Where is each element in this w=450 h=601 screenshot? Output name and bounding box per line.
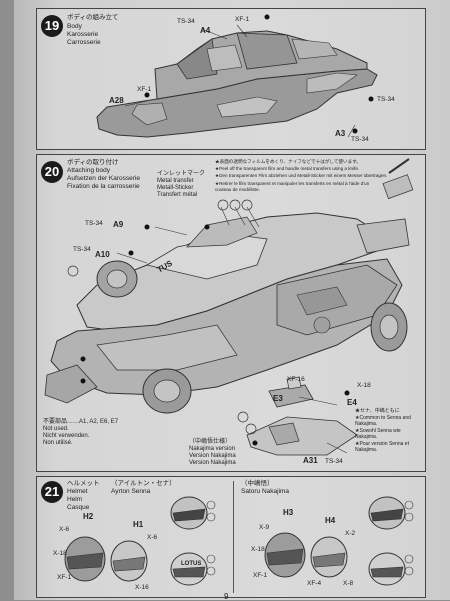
metal-transfer-fr: Transfert métal [157, 192, 198, 198]
unused-de: Nicht verwenden. [43, 433, 90, 439]
common-note-de: ★Sowohl Senna wie Nakajima. [355, 428, 401, 440]
nakajima-de: Version Nakajima [189, 453, 236, 459]
instruction-sheet: 19 ボディの組み立て Body Karosserie Carrosserie [14, 0, 450, 601]
paint-x6-senna-a: X-6 [59, 526, 70, 533]
unused-en: Not used. [43, 426, 69, 432]
step-21-title-en: Helmet [67, 488, 88, 495]
common-note-en: ★Common to Senna and Nakajima. [355, 415, 411, 427]
step-19-panel: 19 ボディの組み立て Body Karosserie Carrosserie [36, 8, 426, 150]
step-21-title-de: Helm [67, 496, 83, 503]
unused-fr: Non utilisé. [43, 440, 73, 446]
step-19-title-fr: Carrosserie [67, 39, 101, 46]
step-21-title-jp: ヘルメット [67, 480, 100, 487]
metal-transfer-en: Metal transfer [157, 178, 194, 184]
paint-x8: X-8 [343, 580, 354, 587]
part-h4: H4 [325, 516, 336, 525]
part-h1: H1 [133, 520, 144, 529]
paint-xf1-b: XF-1 [137, 86, 152, 93]
senna-label-en: Ayrton Senna [111, 488, 151, 495]
part-a9: A9 [113, 220, 124, 229]
page-number: 9 [224, 592, 229, 601]
paint-x2: X-2 [345, 530, 356, 537]
lotus-text-senna: LOTUS [181, 561, 202, 567]
part-h3: H3 [283, 508, 294, 517]
paint-ts34-a31: TS-34 [325, 458, 343, 465]
paint-x16-senna: X-16 [135, 584, 149, 591]
metal-transfer-de: Metall-Sticker [157, 185, 194, 191]
step-20-title-de: Aufsetzen der Karosserie [67, 175, 140, 182]
part-e4: E4 [347, 398, 357, 407]
part-a4: A4 [200, 26, 211, 35]
paint-xf4: XF-4 [307, 580, 322, 587]
helmets-drawing [64, 496, 414, 586]
step-19-title-jp: ボディの組み立て [67, 14, 119, 21]
unused-jp: 不要部品……A1, A2, E6, E7 [43, 419, 119, 425]
note-en: ★Peel off the transparent film and handl… [215, 166, 360, 171]
step-20-title-fr: Fixation de la carrosserie [67, 183, 140, 190]
paint-ts34-b: TS-34 [377, 96, 395, 103]
paint-ts34-c: TS-34 [351, 136, 369, 143]
paint-ts34-a10: TS-34 [73, 246, 91, 253]
note-jp: ★表面の透明なフィルムをめくり、ナイフなどで十はがして使います。 [215, 159, 361, 164]
paint-x18-senna: X-18 [53, 550, 67, 557]
paint-ts34-a9: TS-34 [85, 220, 103, 227]
step-20-panel: 20 ボディの取り付け Attaching body Aufsetzen der… [36, 154, 426, 472]
nakajima-label-en: Satoru Nakajima [241, 488, 290, 495]
part-a28: A28 [109, 96, 124, 105]
part-a10: A10 [95, 250, 110, 259]
paint-xf1-nakajima: XF-1 [253, 572, 268, 579]
senna-label-jp: （アイルトン・セナ） [111, 480, 176, 487]
part-a3: A3 [335, 129, 346, 138]
part-a31: A31 [303, 456, 318, 465]
common-note-fr: ★Pour version Senna et Nakajima. [355, 441, 409, 453]
step-21-badge: 21 [41, 481, 63, 503]
paint-x6-senna-b: X-6 [147, 534, 158, 541]
step-20-title-en: Attaching body [67, 167, 111, 174]
body-tub-drawing [96, 14, 378, 138]
paint-x9: X-9 [259, 524, 270, 531]
step-20-badge: 20 [41, 161, 63, 183]
part-e3: E3 [273, 394, 283, 403]
note-fr: ★Retirer le film transparent et manipule… [215, 181, 370, 192]
paint-xf1-a: XF-1 [235, 16, 250, 23]
note-de: ★Den transparenten Film abziehen und Met… [215, 173, 388, 178]
step-21-panel: 21 ヘルメット Helmet Helm Casque （アイルトン・セナ） A… [36, 476, 426, 598]
part-h2: H2 [83, 512, 94, 521]
paint-x18: X-18 [357, 382, 371, 389]
paint-xf1-senna: XF-1 [57, 574, 72, 581]
nakajima-fr: Version Nakajima [189, 460, 236, 466]
helmet-divider [233, 481, 234, 593]
step-19-title-de: Karosserie [67, 31, 99, 38]
nakajima-en: Nakajima version [189, 446, 236, 452]
step-21-title-fr: Casque [67, 504, 90, 511]
metal-transfer-jp: インレットマーク [157, 171, 206, 177]
step-19-title-en: Body [67, 23, 82, 30]
paint-ts34-a: TS-34 [177, 18, 195, 25]
step-19-badge: 19 [41, 15, 63, 37]
paint-xf16: XF-16 [287, 376, 305, 383]
nakajima-jp: （中嶋悟仕様） [189, 439, 232, 445]
car-assembly-drawing [44, 158, 414, 456]
paint-x18-nakajima: X-18 [251, 546, 265, 553]
common-note-jp: ★セナ、中嶋ともに [355, 408, 400, 414]
nakajima-label-jp: （中嶋悟） [241, 480, 274, 487]
step-20-title-jp: ボディの取り付け [67, 159, 119, 166]
